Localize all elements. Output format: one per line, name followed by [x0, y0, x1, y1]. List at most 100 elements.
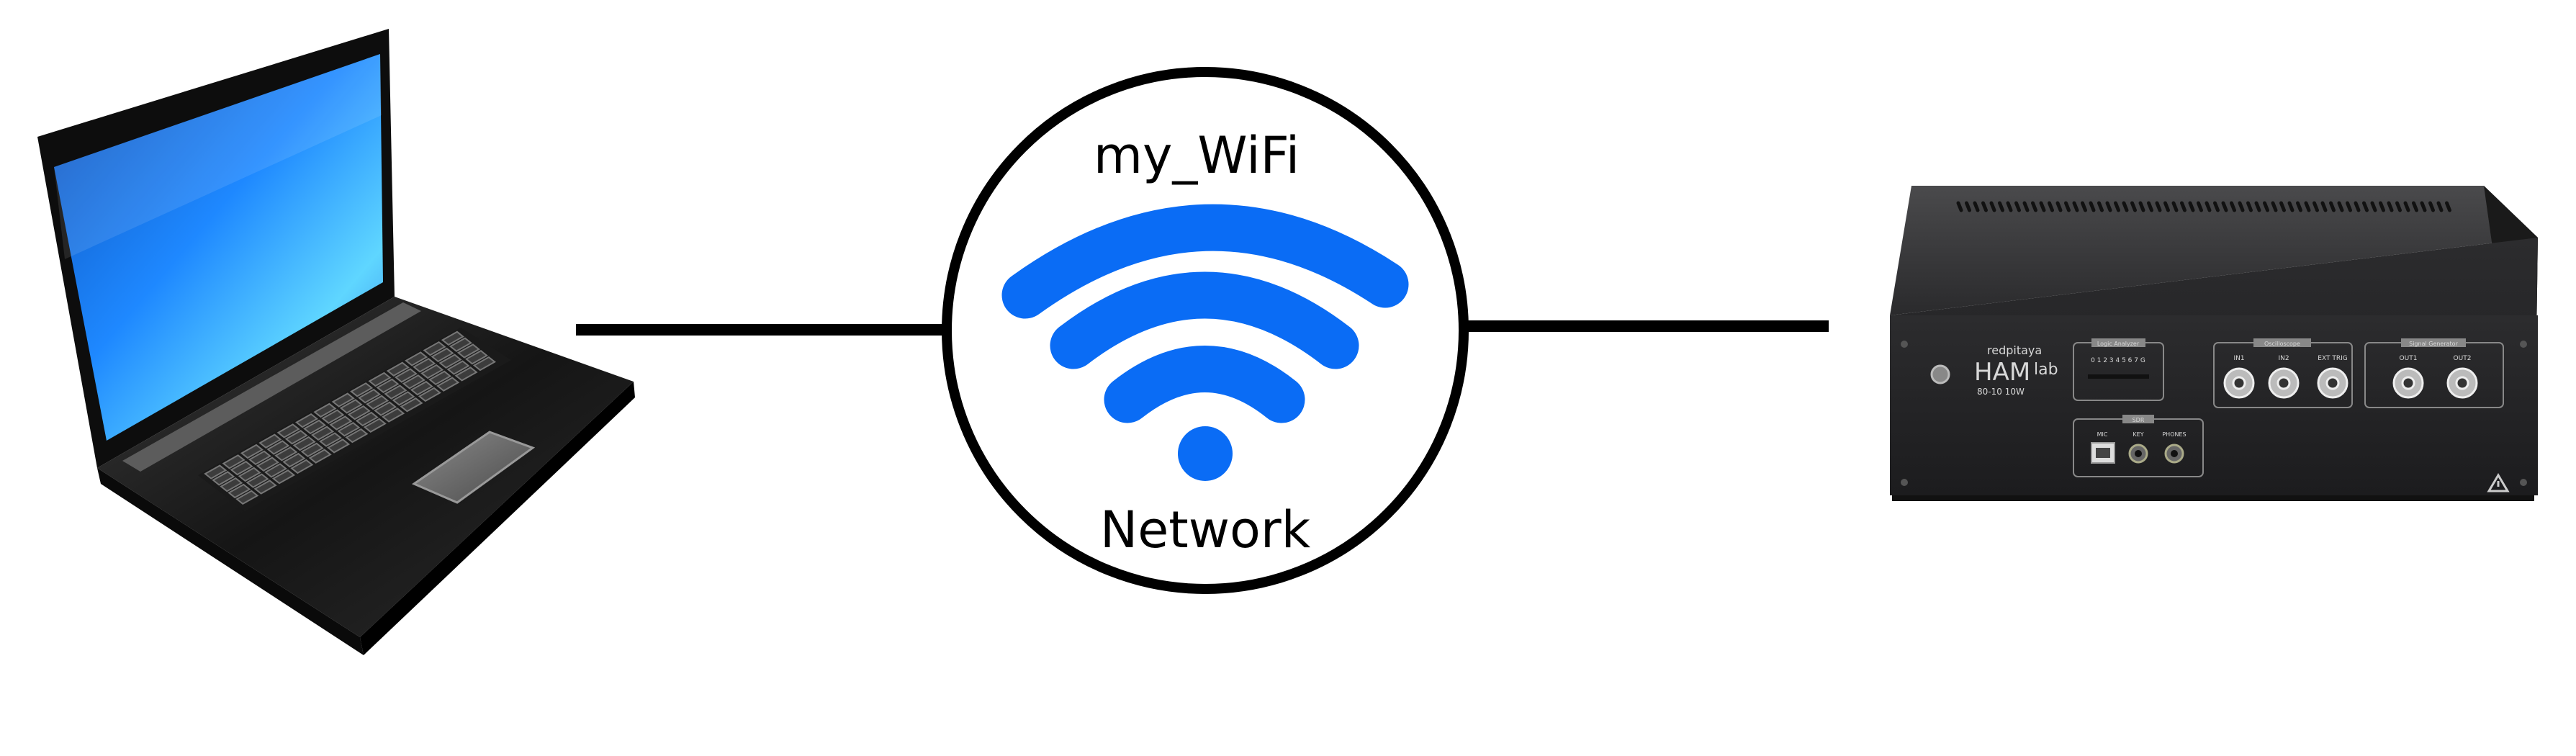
- vent-slot: [2287, 201, 2294, 212]
- vent-slot: [2048, 201, 2054, 212]
- vent-slot: [2337, 201, 2344, 212]
- keyboard-key: [238, 467, 261, 482]
- vent-slot: [2097, 201, 2104, 212]
- vent-slot: [2445, 201, 2451, 212]
- keyboard-key: [454, 366, 478, 382]
- vent-slot: [2022, 201, 2030, 212]
- keyboard-key: [366, 395, 389, 410]
- vent-slot: [2254, 201, 2261, 212]
- vent-slot: [2412, 201, 2418, 212]
- keyboard-key: [235, 490, 259, 505]
- vent-slot: [2213, 201, 2220, 212]
- power-button: [1930, 364, 1950, 384]
- keyboard-key: [339, 399, 363, 414]
- keyboard-key: [212, 471, 235, 486]
- keyboard-key: [418, 387, 441, 402]
- vent-slot: [2279, 201, 2286, 212]
- model-suffix-label: lab: [2034, 361, 2058, 379]
- keyboard-key: [228, 483, 251, 499]
- vent-slot: [2147, 201, 2153, 212]
- vent-slot: [2105, 201, 2112, 212]
- wifi-icon: [1001, 204, 1409, 481]
- keyboard-key: [368, 372, 392, 387]
- vent-slot: [2122, 201, 2129, 212]
- keyboard-key: [384, 384, 407, 400]
- keyboard-key: [282, 452, 306, 468]
- vent-slot: [2304, 201, 2311, 212]
- vent-slot: [2205, 201, 2212, 212]
- vent-slot: [2197, 201, 2203, 212]
- vent-slot: [2006, 201, 2013, 212]
- vent-slot: [2296, 201, 2302, 212]
- vent-slot: [2346, 201, 2352, 212]
- vent-slot: [1965, 201, 1971, 212]
- vent-slot: [2395, 201, 2402, 212]
- keyboard-key: [204, 464, 228, 480]
- network-caption: Network: [1100, 500, 1311, 559]
- keyboard-key: [420, 364, 444, 379]
- keyboard-key: [394, 368, 418, 383]
- keyboard-key: [431, 347, 454, 363]
- keyboard-key: [308, 449, 332, 464]
- port-out2-label: OUT2: [2454, 355, 2472, 362]
- keyboard-key: [386, 361, 410, 377]
- vent-slot: [2238, 201, 2245, 212]
- vent-slot: [2329, 201, 2336, 212]
- bnc-connectors: [2223, 367, 2348, 399]
- keyboard-key: [446, 360, 470, 375]
- port-out1-label: OUT1: [2400, 355, 2418, 362]
- vent-slot: [2420, 201, 2427, 212]
- keyboard-key: [256, 456, 280, 472]
- keyboard-key: [222, 454, 246, 469]
- vent-slot: [1989, 201, 1996, 212]
- keyboard-key: [274, 446, 298, 462]
- vent-slot: [1973, 201, 1980, 212]
- bnc-outputs: [2392, 367, 2478, 399]
- keyboard-key: [438, 354, 462, 369]
- keyboard-key: [290, 459, 314, 474]
- vent-slot: [2403, 201, 2410, 212]
- port-in2-label: IN2: [2278, 355, 2289, 362]
- keyboard-key: [329, 415, 353, 431]
- keyboard-key: [410, 380, 433, 396]
- model-label: HAM: [1974, 358, 2030, 387]
- keyboard-key: [358, 388, 382, 404]
- wifi-network-node: my_WiFi Network: [942, 67, 1469, 594]
- keyboard-key: [248, 450, 272, 466]
- keyboard-key: [413, 358, 436, 373]
- keyboard-key: [400, 397, 423, 413]
- vent-slot: [2064, 201, 2071, 212]
- keyboard-key: [337, 422, 361, 437]
- keyboard-key: [464, 350, 488, 365]
- keyboard-key: [276, 423, 300, 438]
- vent-slot: [2246, 201, 2253, 212]
- vent-slot: [2014, 201, 2021, 212]
- keyboard-key: [230, 460, 253, 476]
- vent-slot: [2263, 201, 2269, 212]
- keyboard-key: [253, 480, 277, 495]
- keyboard-key: [246, 473, 269, 488]
- vent-slot: [2436, 201, 2444, 212]
- vent-slot: [2362, 201, 2369, 212]
- keyboard-key: [258, 433, 282, 449]
- keyboard-key: [428, 370, 452, 386]
- keyboard-key: [313, 402, 337, 418]
- keyboard-key: [345, 428, 369, 444]
- keyboard-key: [441, 330, 464, 346]
- keyboard-key: [347, 405, 371, 420]
- spec-label: 80-10 10W: [1977, 387, 2025, 397]
- brand-label: redpitaya: [1987, 343, 2042, 357]
- keyboard-key: [331, 392, 355, 408]
- vent-slot: [2180, 201, 2187, 212]
- laptop-icon: [37, 29, 635, 655]
- keyboard-key: [303, 419, 327, 435]
- keyboard-key: [271, 469, 296, 485]
- keyboard-key: [220, 477, 243, 492]
- keyboard-key: [405, 351, 428, 366]
- vent-slot: [2230, 201, 2236, 212]
- port-in1-label: IN1: [2233, 355, 2244, 362]
- keyboard-key: [264, 463, 288, 478]
- keyboard-key: [321, 409, 345, 424]
- vent-slot: [2354, 201, 2361, 212]
- vent-slot: [2379, 201, 2385, 212]
